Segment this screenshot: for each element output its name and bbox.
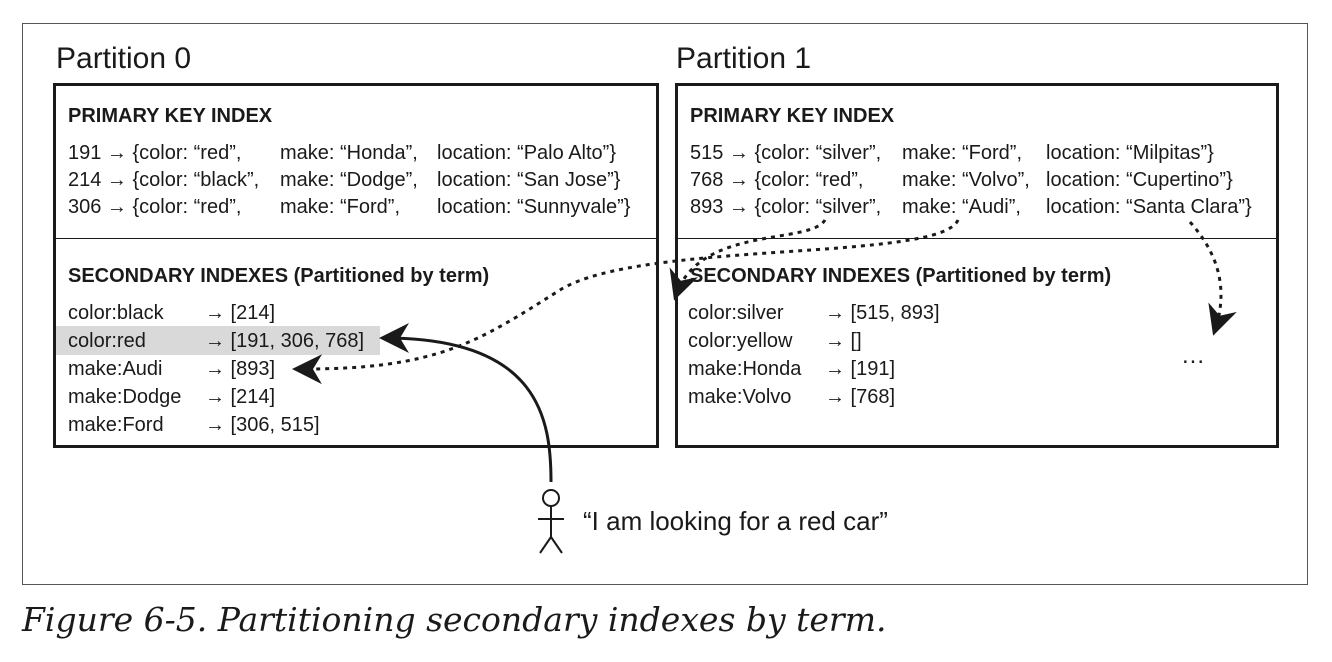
partition-0-secondary-row: make:Dodge → [214]	[68, 387, 275, 467]
partition-1-secondary-row: color:yellow → []	[688, 331, 862, 411]
secondary-term: color:black	[68, 302, 164, 324]
santa-clara-to-ellipsis-arrow	[1188, 221, 1237, 336]
partition-1-primary-heading: PRIMARY KEY INDEX	[690, 105, 895, 127]
silver-to-secondary-arrow	[669, 219, 827, 301]
primary-location: location: “Cupertino”}	[1046, 169, 1233, 191]
figure-frame	[22, 23, 1308, 585]
partition-0-secondary-heading: SECONDARY INDEXES (Partitioned by term)	[68, 265, 490, 287]
secondary-term: make:Audi	[68, 358, 163, 380]
query-arrow	[379, 323, 553, 483]
partition-0-secondary-row: make:Ford → [306, 515]	[68, 415, 320, 495]
audi-to-secondary-arrow	[292, 219, 960, 385]
partition-0-secondary-row: make:Audi → [893]	[68, 359, 275, 439]
primary-key: 893 → {color: “silver”,	[690, 196, 882, 218]
secondary-ids: → [893]	[205, 358, 276, 380]
secondary-ids: → [191, 306, 768]	[205, 330, 365, 352]
secondary-term: make:Honda	[688, 358, 802, 380]
figure-caption: Figure 6-5. Partitioning secondary index…	[22, 600, 887, 639]
secondary-ids: → [214]	[205, 386, 276, 408]
partition-0-divider	[56, 238, 656, 239]
primary-key: 306 → {color: “red”,	[68, 196, 242, 218]
partition-1-secondary-row: make:Honda → [191]	[688, 359, 895, 439]
more-terms-ellipsis: ...	[1182, 342, 1206, 369]
secondary-ids: → [515, 893]	[825, 302, 940, 324]
primary-location: location: “Sunnyvale”}	[437, 196, 631, 218]
secondary-term: color:red	[68, 330, 146, 352]
partition-1-secondary-row: color:silver → [515, 893]	[688, 303, 940, 383]
primary-make: make: “Ford”,	[902, 142, 1023, 164]
secondary-ids: → [306, 515]	[205, 414, 320, 436]
partition-0-primary-heading: PRIMARY KEY INDEX	[68, 105, 273, 127]
primary-location: location: “San Jose”}	[437, 169, 621, 191]
primary-make: make: “Ford”,	[280, 196, 401, 218]
primary-make: make: “Honda”,	[280, 142, 418, 164]
secondary-term: color:silver	[688, 302, 784, 324]
highlighted-term-background	[56, 326, 380, 355]
partition-1-secondary-row: make:Volvo → [768]	[688, 387, 895, 467]
primary-key: 214 → {color: “black”,	[68, 169, 260, 191]
partition-0-secondary-row: color:black → [214]	[68, 303, 275, 383]
partition-1-divider	[678, 238, 1276, 239]
secondary-ids: → [191]	[825, 358, 896, 380]
primary-location: location: “Palo Alto”}	[437, 142, 616, 164]
primary-key: 191 → {color: “red”,	[68, 142, 242, 164]
user-query-text: “I am looking for a red car”	[583, 506, 888, 536]
primary-location: location: “Santa Clara”}	[1046, 196, 1252, 218]
partition-1-primary-row: 515 → {color: “silver”, make: “Ford”, lo…	[690, 143, 1214, 243]
partition-0-secondary-row-highlighted: color:red → [191, 306, 768]	[68, 331, 364, 411]
secondary-ids: → [214]	[205, 302, 276, 324]
secondary-term: color:yellow	[688, 330, 793, 352]
secondary-term: make:Ford	[68, 414, 164, 436]
primary-location: location: “Milpitas”}	[1046, 142, 1214, 164]
partition-0-primary-row: 191 → {color: “red”, make: “Honda”, loca…	[68, 143, 616, 243]
secondary-term: make:Dodge	[68, 386, 182, 408]
partition-1-primary-row: 768 → {color: “red”, make: “Volvo”, loca…	[690, 170, 1233, 270]
partition-1-secondary-heading: SECONDARY INDEXES (Partitioned by term)	[690, 265, 1112, 287]
secondary-ids: → []	[825, 330, 862, 352]
user-figure-icon	[538, 489, 564, 554]
primary-key: 515 → {color: “silver”,	[690, 142, 882, 164]
primary-make: make: “Dodge”,	[280, 169, 418, 191]
primary-key: 768 → {color: “red”,	[690, 169, 864, 191]
partition-0-primary-row: 214 → {color: “black”, make: “Dodge”, lo…	[68, 170, 620, 270]
primary-make: make: “Audi”,	[902, 196, 1021, 218]
secondary-term: make:Volvo	[688, 386, 792, 408]
partition-1-title: Partition 1	[676, 42, 812, 75]
partition-1-primary-row: 893 → {color: “silver”, make: “Audi”, lo…	[690, 197, 1252, 297]
partition-1-box: PRIMARY KEY INDEX 515 → {color: “silver”…	[675, 83, 1279, 448]
partition-0-box: PRIMARY KEY INDEX 191 → {color: “red”, m…	[53, 83, 659, 448]
primary-make: make: “Volvo”,	[902, 169, 1030, 191]
partition-0-title: Partition 0	[56, 42, 192, 75]
partition-0-primary-row: 306 → {color: “red”, make: “Ford”, locat…	[68, 197, 630, 297]
secondary-ids: → [768]	[825, 386, 896, 408]
